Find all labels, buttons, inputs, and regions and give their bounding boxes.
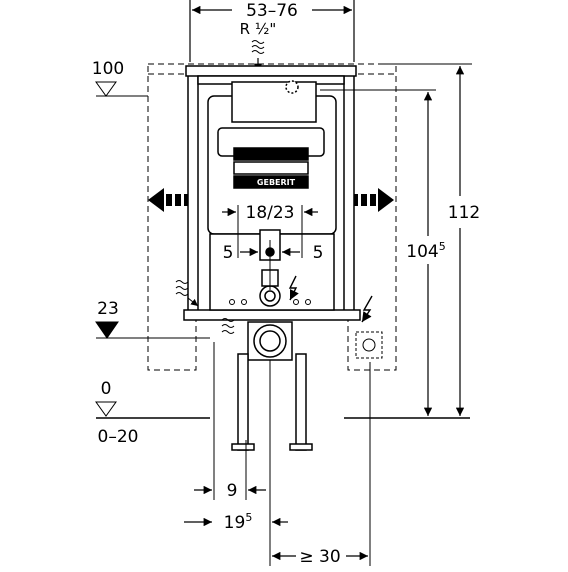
spacing-dimension: 18/23 [222,203,318,258]
fixing-holes [229,299,311,305]
offset-right-label: 5 [313,243,324,263]
thread-label: R ½" [240,20,277,38]
width-range-label: 53–76 [246,1,298,21]
floor-level: 0 0–20 [95,379,470,447]
offset-dimensions: 5 5 [223,240,324,290]
height-104-dimension: 1045 [320,89,446,416]
min-30-dimension: ≥ 30 [272,362,371,567]
electric-icon-2 [288,275,299,301]
height-104-sup: 5 [439,240,446,253]
level-100: 100 [92,59,148,97]
level-0-label: 0 [101,379,112,399]
spacing-label: 18/23 [246,203,295,223]
wave-icon-left [175,280,199,307]
drain-bend [247,321,293,361]
level-23-label: 23 [97,299,119,319]
height-104-main: 104 [406,242,438,262]
height-104-label: 1045 [406,240,445,262]
level-23: 23 [95,299,210,339]
right-fixing-arrow [354,188,394,212]
depth-19-dimension: 195 [184,360,288,566]
width-dimension: 53–76 [189,0,355,62]
min-30-label: ≥ 30 [299,547,340,567]
offset-left-label: 5 [223,243,234,263]
legs [231,353,313,451]
depth-19-main: 19 [224,513,246,533]
height-112-dimension: 112 [380,63,480,416]
electrical-box [355,331,383,359]
depth-9-dimension: 9 [194,342,266,501]
depth-9-label: 9 [227,481,238,501]
depth-19-label: 195 [224,511,253,533]
water-wave-icon [251,40,265,54]
flush-pipe [209,229,335,311]
floor-range-label: 0–20 [98,427,139,447]
depth-19-sup: 5 [245,511,252,524]
level-100-label: 100 [92,59,124,79]
height-112-label: 112 [448,203,480,223]
left-fixing-arrow [148,188,188,212]
cistern [207,80,337,235]
wave-icon-bottom [221,318,235,334]
brand-logo: GEBERIT [257,178,296,187]
frame [183,65,361,321]
electric-icon [361,295,373,323]
